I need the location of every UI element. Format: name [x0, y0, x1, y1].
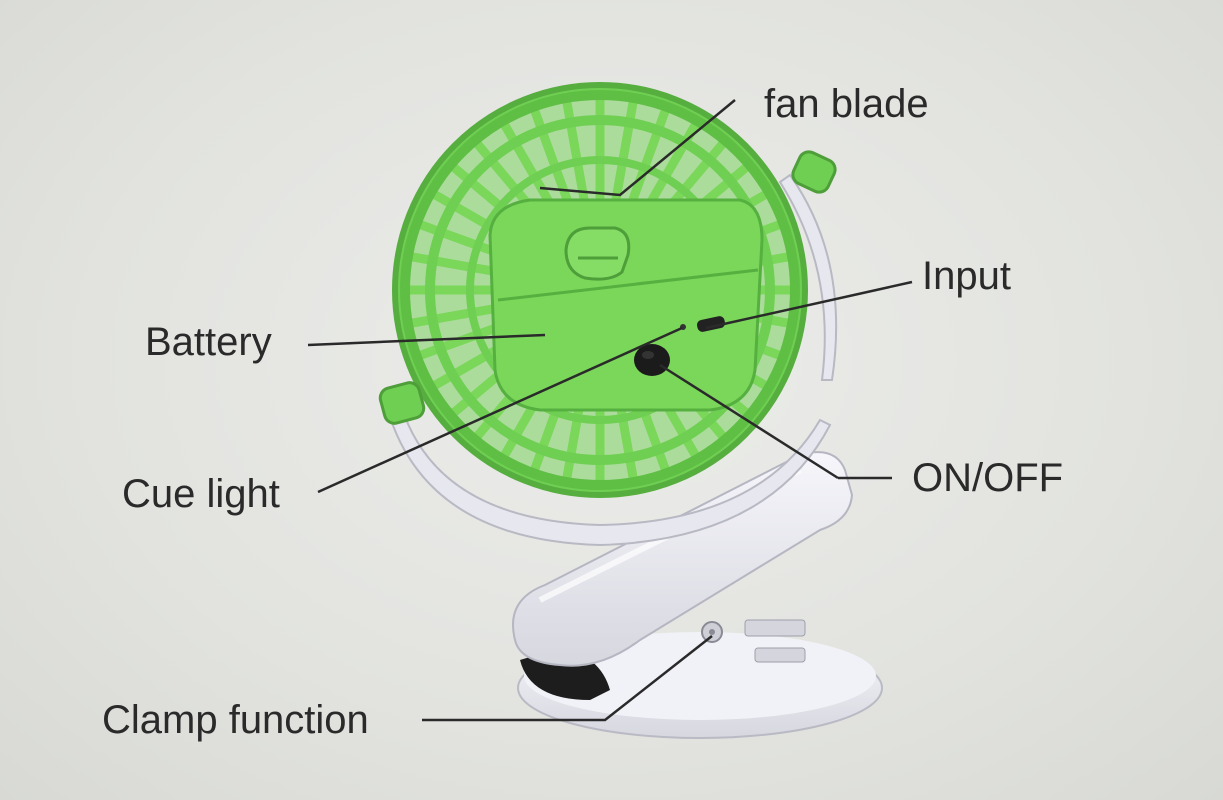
fan-yoke [383, 173, 838, 547]
grill-spoke [611, 90, 640, 206]
leader-line-fan-blade [539, 99, 736, 197]
grill-spoke [640, 112, 705, 217]
label-fan-blade: fan blade [764, 82, 929, 126]
leader-line-on-off [659, 363, 839, 480]
label-clamp-function: Clamp function [102, 698, 369, 742]
label-cue-light: Cue light [122, 472, 280, 516]
side-knob-left [378, 381, 426, 425]
grill-spoke [560, 90, 589, 206]
label-battery: Battery [145, 320, 272, 364]
leader-line-cue-light [317, 326, 683, 494]
grill-spoke [527, 97, 574, 210]
usb-input-port [696, 316, 726, 332]
leader-line-clamp [422, 635, 713, 722]
label-input: Input [922, 254, 1011, 298]
grill-spoke [495, 112, 560, 217]
battery-housing [488, 198, 764, 412]
label-on-off: ON/OFF [912, 456, 1064, 500]
leader-line-input [705, 280, 913, 330]
leader-line-battery [307, 333, 546, 347]
grill-spoke [626, 97, 673, 210]
power-button [634, 344, 670, 376]
leader-lines [307, 99, 913, 722]
side-knob-right [791, 150, 837, 194]
